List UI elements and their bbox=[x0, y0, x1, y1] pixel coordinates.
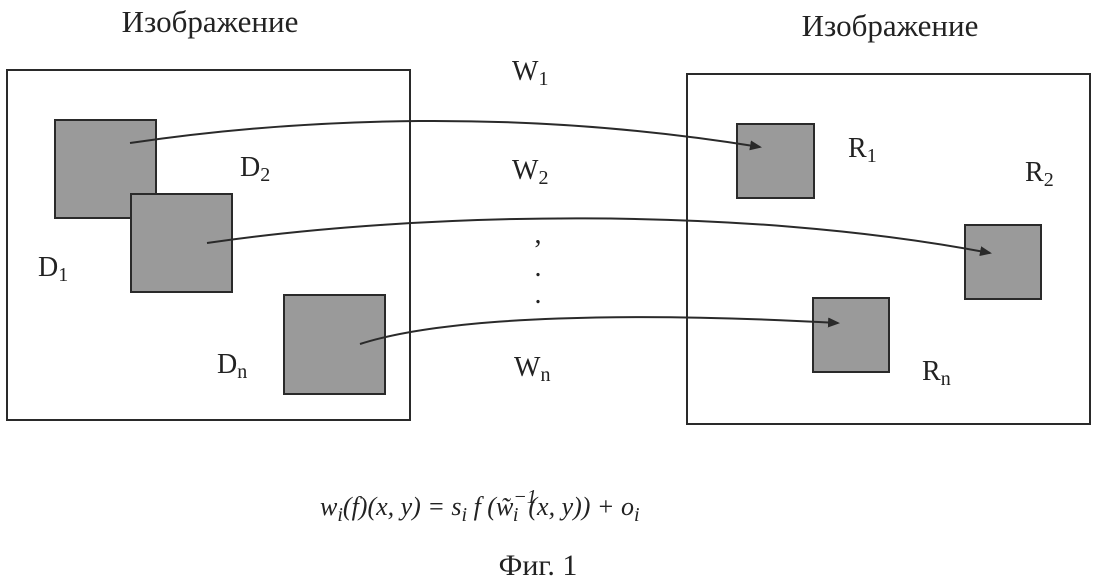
domain-block-dn bbox=[284, 295, 385, 394]
map-arrow-w2 bbox=[207, 218, 990, 253]
range-label-rn: Rn bbox=[922, 356, 951, 390]
map-label-w1: W1 bbox=[512, 56, 548, 90]
domain-block-d2 bbox=[131, 194, 232, 292]
map-arrow-wn bbox=[360, 317, 838, 344]
range-block-r1 bbox=[737, 124, 814, 198]
ellipsis-dot-2: . bbox=[535, 279, 542, 310]
range-label-r2: R2 bbox=[1025, 157, 1054, 191]
domain-label-dn: Dn bbox=[217, 349, 247, 383]
domain-label-d1: D1 bbox=[38, 252, 68, 286]
figure-caption: Фиг. 1 bbox=[499, 549, 578, 582]
left-image-title: Изображение bbox=[122, 4, 299, 39]
transform-formula: wi(f)(x, y) = si f (w̃−1i(x, y)) + oi bbox=[320, 486, 640, 526]
map-label-wn: Wn bbox=[514, 352, 550, 386]
domain-label-d2: D2 bbox=[240, 152, 270, 186]
map-label-w2: W2 bbox=[512, 155, 548, 189]
range-label-r1: R1 bbox=[848, 133, 877, 167]
ellipsis-comma: , bbox=[535, 219, 542, 250]
range-block-r2 bbox=[965, 225, 1041, 299]
right-image-title: Изображение bbox=[802, 8, 979, 43]
range-block-rn bbox=[813, 298, 889, 372]
map-arrow-w1 bbox=[130, 121, 760, 147]
